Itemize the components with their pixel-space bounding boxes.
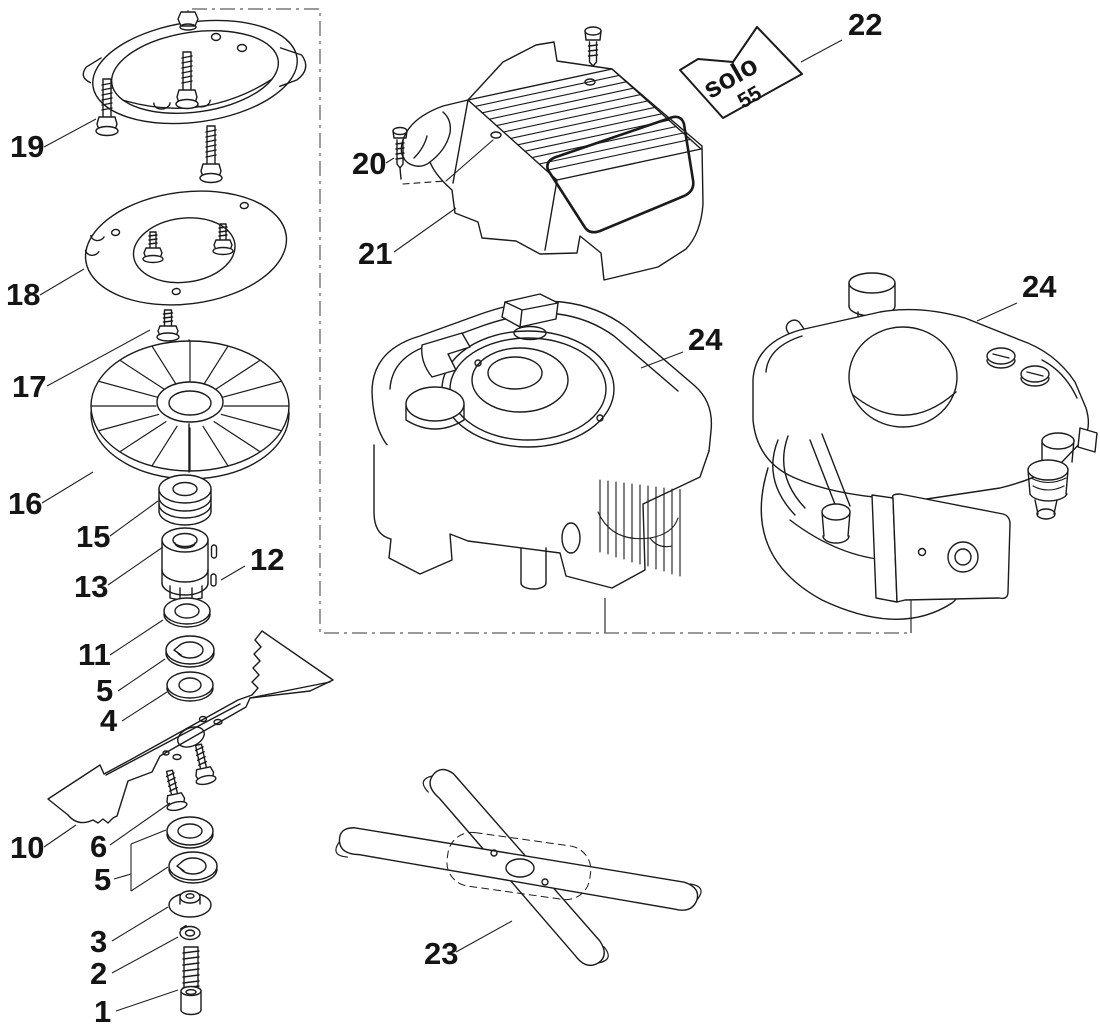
callout-5a: 5 [96,673,113,708]
callout-13: 13 [74,569,108,604]
callout-24-left: 24 [688,322,723,357]
part-23-cross-blade [335,768,702,967]
cover-louvers [474,74,691,171]
part-18-cover-plate [84,190,288,306]
callout-16: 16 [8,486,42,521]
callout-24-right: 24 [1022,269,1057,304]
callout-2: 2 [90,956,107,991]
part-6-screws [165,743,217,812]
part-13-hub-sleeve [161,527,209,601]
callout-11: 11 [78,637,111,672]
part-19-bolts [95,51,223,184]
callout-15: 15 [76,519,110,554]
part-24-engine-left [371,293,713,590]
callout-4: 4 [100,703,118,738]
callout-22: 22 [848,7,882,42]
callout-19: 19 [10,129,44,164]
part-17-flange-bolt [156,309,180,342]
part-11-washer [163,597,211,628]
part-5-washer-pair [166,816,218,884]
part-21-engine-cover [400,41,704,281]
callout-1: 1 [94,994,111,1029]
callout-18: 18 [6,277,40,312]
part-15-spacer [158,474,212,526]
callouts [39,39,1018,1012]
part-4-washer [166,671,214,702]
callout-21: 21 [358,236,392,271]
part-22-sticker [679,26,803,119]
callout-23: 23 [424,936,458,971]
part-20-cover-screws [392,26,602,185]
callout-6: 6 [90,829,107,864]
engine-cooling-fins [599,479,681,577]
part-5-keyed-washer [165,635,215,668]
callout-17: 17 [12,369,46,404]
part-2-lock-washer [179,925,201,941]
callout-12: 12 [250,542,284,577]
part-16-fan-wheel [90,339,290,480]
part-24-engine-right [752,272,1098,620]
part-1-center-bolt [180,946,202,1016]
callout-3: 3 [90,924,107,959]
assembly-boundary [187,8,912,634]
part-10-mower-blade [47,630,334,824]
callout-10: 10 [10,830,44,865]
callout-20: 20 [352,146,386,181]
callout-5b: 5 [94,862,111,897]
callout-numbers: 19 18 17 16 15 13 12 11 5 4 10 6 5 3 2 1… [6,7,1057,1029]
part-12-pins [210,544,218,587]
part-3-support-cup [168,890,212,918]
cover-window [546,115,695,234]
